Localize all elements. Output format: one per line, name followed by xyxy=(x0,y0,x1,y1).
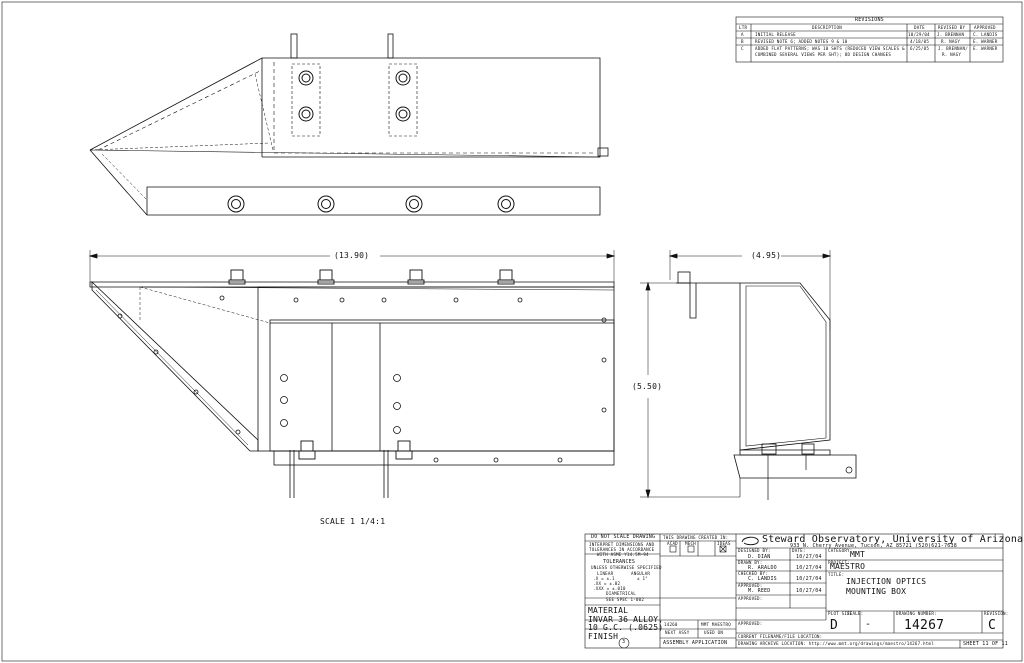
checked-date: 10/27/04 xyxy=(796,576,822,582)
designed-by-label: DESIGNED BY: xyxy=(738,548,771,553)
sheet-number: SHEET 11 OF 11 xyxy=(963,641,1008,647)
interpret-1: INTERPRET DIMENSIONS AND xyxy=(589,542,655,547)
approved-date: 10/27/04 xyxy=(796,588,822,594)
project-value: MAESTRO xyxy=(830,562,866,571)
plot-size-label: PLOT SIZE xyxy=(828,611,853,616)
rev-c-ltr: C xyxy=(741,46,744,51)
tol-xx: .XX = ±.02 xyxy=(593,581,621,586)
unless-specified: UNLESS OTHERWISE SPECIFIED xyxy=(591,565,662,570)
category-label: CATEGORY: xyxy=(828,548,853,553)
cad-ideas: IDEAS xyxy=(717,541,731,546)
dimension-height: (5.50) xyxy=(632,382,663,391)
checked-by: C. LANDIS xyxy=(748,576,777,582)
tolerances: TOLERANCES xyxy=(603,559,636,565)
approved3-label: APPROVED: xyxy=(738,621,763,626)
designed-by: D. DIAN xyxy=(748,554,771,560)
scale-label: SCALE: xyxy=(847,611,864,616)
side-view xyxy=(640,250,857,500)
assembly-application: ASSEMBLY APPLICATION xyxy=(663,640,728,646)
tol-x: .X = ±.1 xyxy=(593,576,615,581)
next-assy-label: NEXT ASSY xyxy=(665,630,690,635)
date-label: DATE: xyxy=(792,548,806,553)
cad-acad: ACAD xyxy=(667,541,678,546)
rev-header-date: DATE xyxy=(914,25,925,30)
title-label: TITLE: xyxy=(828,572,845,577)
observatory-name: Steward Observatory, University of Arizo… xyxy=(762,534,1024,545)
drawn-by: R. ARALDO xyxy=(748,565,777,571)
rev-c-description-2: COMBINED SEVERAL VIEWS PER SHT); 8D DESI… xyxy=(755,52,892,57)
cad-mech: MECH xyxy=(685,541,696,546)
top-view xyxy=(89,33,609,216)
angular-label: ANGULAR xyxy=(631,571,651,576)
material-1: INVAR 36 ALLOY, xyxy=(588,615,664,624)
observatory-address: 933 N. Cherry Avenue, Tucson, AZ 85721 (… xyxy=(790,543,957,549)
rev-c-date: 6/25/05 xyxy=(910,46,930,51)
revisions-grid xyxy=(735,16,1004,63)
archive-location: DRAWING ARCHIVE LOCATION: http://www.mmt… xyxy=(738,641,934,646)
rev-a-ltr: A xyxy=(741,32,744,37)
dimension-depth: (4.95) xyxy=(751,251,782,260)
checked-by-label: CHECKED BY: xyxy=(738,571,768,576)
tol-xxx: .XXX = ±.010 xyxy=(593,586,626,591)
designed-date: 10/27/04 xyxy=(796,554,822,560)
approved-by: M. REED xyxy=(748,588,771,594)
title-line-1: INJECTION OPTICS xyxy=(846,577,927,586)
approved2-label: APPROVED: xyxy=(738,596,763,601)
front-view xyxy=(88,250,616,498)
rev-b-description: REVISED NOTE 6; ADDED NOTES 9 & 10 xyxy=(755,39,848,44)
drawn-by-label: DRAWN BY: xyxy=(738,560,763,565)
approved-label: APPROVED: xyxy=(738,583,763,588)
rev-a-date: 10/29/04 xyxy=(908,32,930,37)
current-filename: CURRENT FILENAME/FILE LOCATION: xyxy=(738,634,823,639)
tol-angular: ± 1° xyxy=(637,576,648,581)
rev-a-description: INITIAL RELEASE xyxy=(755,32,796,37)
rev-b-approved: E. WARNER xyxy=(973,39,998,44)
drawn-date: 10/27/04 xyxy=(796,565,822,571)
rev-c-description-1: ADDED FLAT PATTERNS; WAS 10 SHTS (REDUCE… xyxy=(755,46,905,51)
scale-note: SCALE 1 1/4:1 xyxy=(320,517,386,526)
material-2: 10 G.C. (.0625) xyxy=(588,623,664,632)
project-label: PROJECT: xyxy=(828,560,850,565)
next-assy-number: 14260 xyxy=(664,622,678,627)
plot-size-value: D xyxy=(830,618,839,633)
linear-label: LINEAR xyxy=(597,571,614,576)
rev-a-approved: C. LANDIS xyxy=(973,32,998,37)
rev-b-revised-by: R. NAGY xyxy=(941,39,961,44)
rev-header-description: DESCRIPTION xyxy=(812,25,842,30)
revision-value: C xyxy=(988,618,997,633)
title-line-2: MOUNTING BOX xyxy=(846,587,907,596)
category-value: MMT xyxy=(850,550,866,559)
rev-b-ltr: B xyxy=(741,39,744,44)
rev-b-date: 4/18/05 xyxy=(910,39,930,44)
diametrical: DIAMETRICAL xyxy=(606,591,636,596)
drawing-number-label: DRAWING NUMBER: xyxy=(896,611,937,616)
drawing-number: 14267 xyxy=(904,618,945,633)
see-spec: SEE SPEC 1-002 xyxy=(606,597,645,602)
rev-header-ltr: LTR xyxy=(739,25,748,30)
rev-c-revised-by-2: R. NAGY xyxy=(942,52,962,57)
rev-a-revised-by: J. BRENNAN xyxy=(937,32,965,37)
material-label: MATERIAL xyxy=(588,606,629,615)
used-on-label: USED ON xyxy=(704,630,724,635)
title-block-grid xyxy=(584,533,1004,649)
rev-c-revised-by-1: J. BRENNAN/ xyxy=(938,46,968,51)
revision-label: REVISION: xyxy=(984,611,1009,616)
scale-value: - xyxy=(865,619,872,630)
next-assy-project: MMT MAESTRO xyxy=(701,622,731,627)
finish-label: FINISH xyxy=(588,632,619,641)
finish-note: 3 xyxy=(622,639,626,645)
rev-c-approved: E. WARNER xyxy=(973,46,998,51)
interpret-3: WITH ASME Y14.5M-94 xyxy=(597,552,649,557)
created-in: THIS DRAWING CREATED IN: xyxy=(663,535,729,540)
rev-header-approved: APPROVED xyxy=(974,25,996,30)
interpret-2: TOLERANCES IN ACCORDANCE xyxy=(589,547,655,552)
revisions-title: REVISIONS xyxy=(855,17,884,23)
rev-header-revised-by: REVISED BY xyxy=(938,25,966,30)
dimension-width: (13.90) xyxy=(334,251,370,260)
do-not-scale: DO NOT SCALE DRAWING xyxy=(591,534,656,540)
